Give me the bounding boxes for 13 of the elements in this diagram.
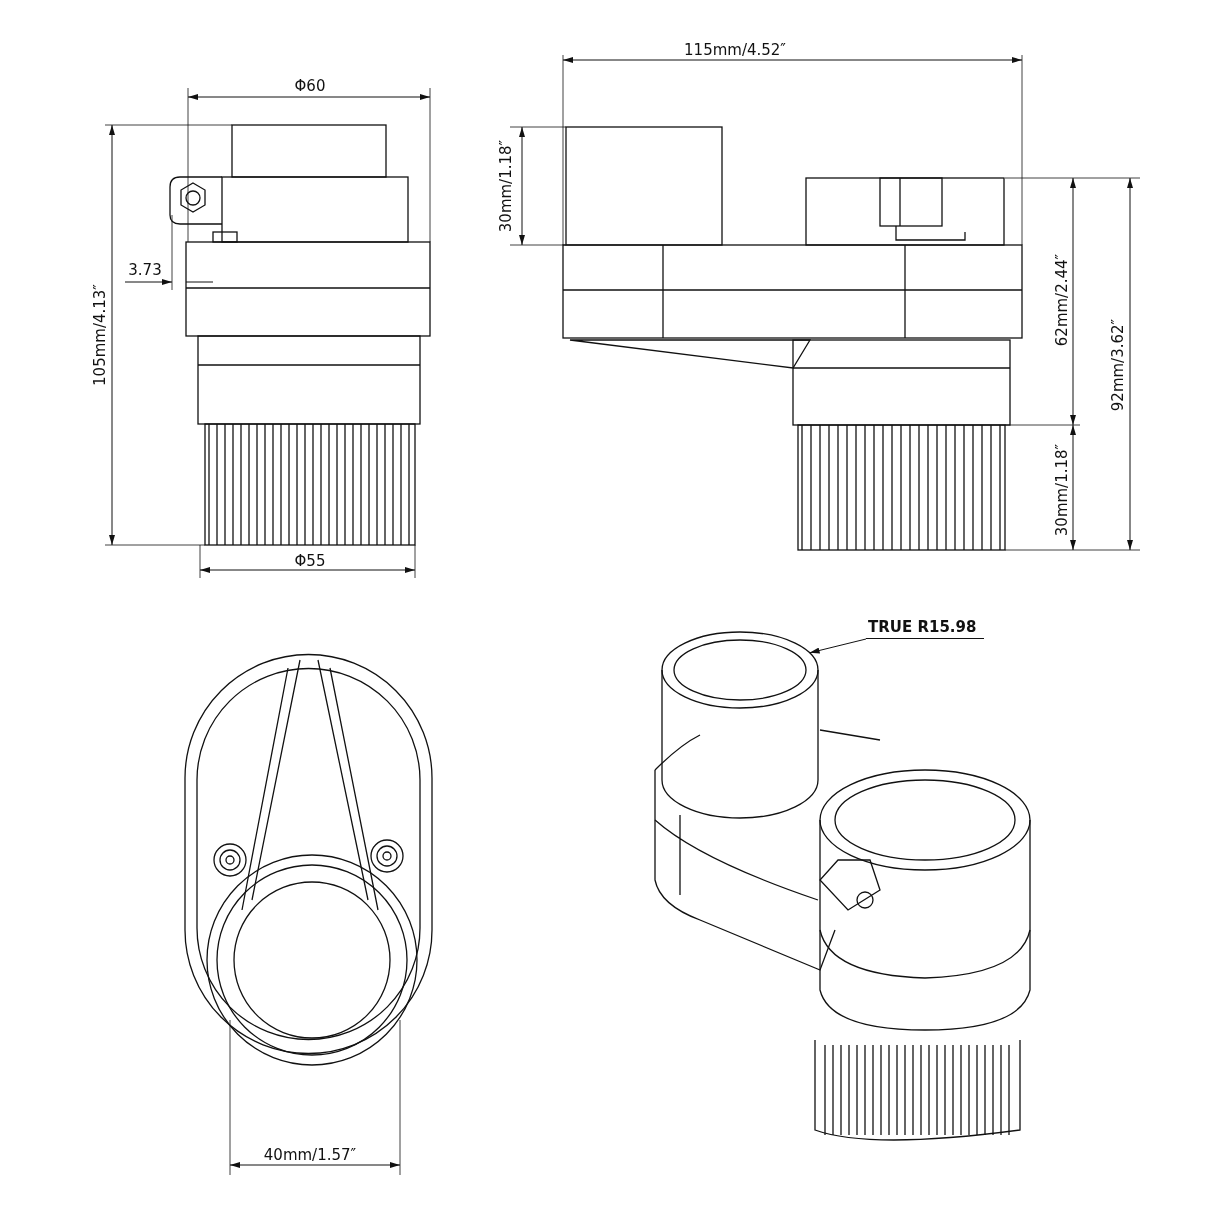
leader-line <box>809 638 867 654</box>
dimension-label: 30mm/1.18″ <box>497 139 515 233</box>
dimension-label: 3.73 <box>128 261 162 279</box>
dimension-label: 30mm/1.18″ <box>1053 443 1071 537</box>
dimension-label: Φ60 <box>294 77 326 95</box>
dimension-label: 40mm/1.57″ <box>263 1146 357 1164</box>
callout-label: TRUE R15.98 <box>866 618 985 639</box>
dimension-label: 92mm/3.62″ <box>1109 318 1127 412</box>
dimension-label: 105mm/4.13″ <box>91 284 109 386</box>
dimension-label: 62mm/2.44″ <box>1053 253 1071 347</box>
dimension-label: 115mm/4.52″ <box>684 41 786 59</box>
pipe-rim <box>661 631 819 709</box>
dimension-label: Φ55 <box>294 552 326 570</box>
